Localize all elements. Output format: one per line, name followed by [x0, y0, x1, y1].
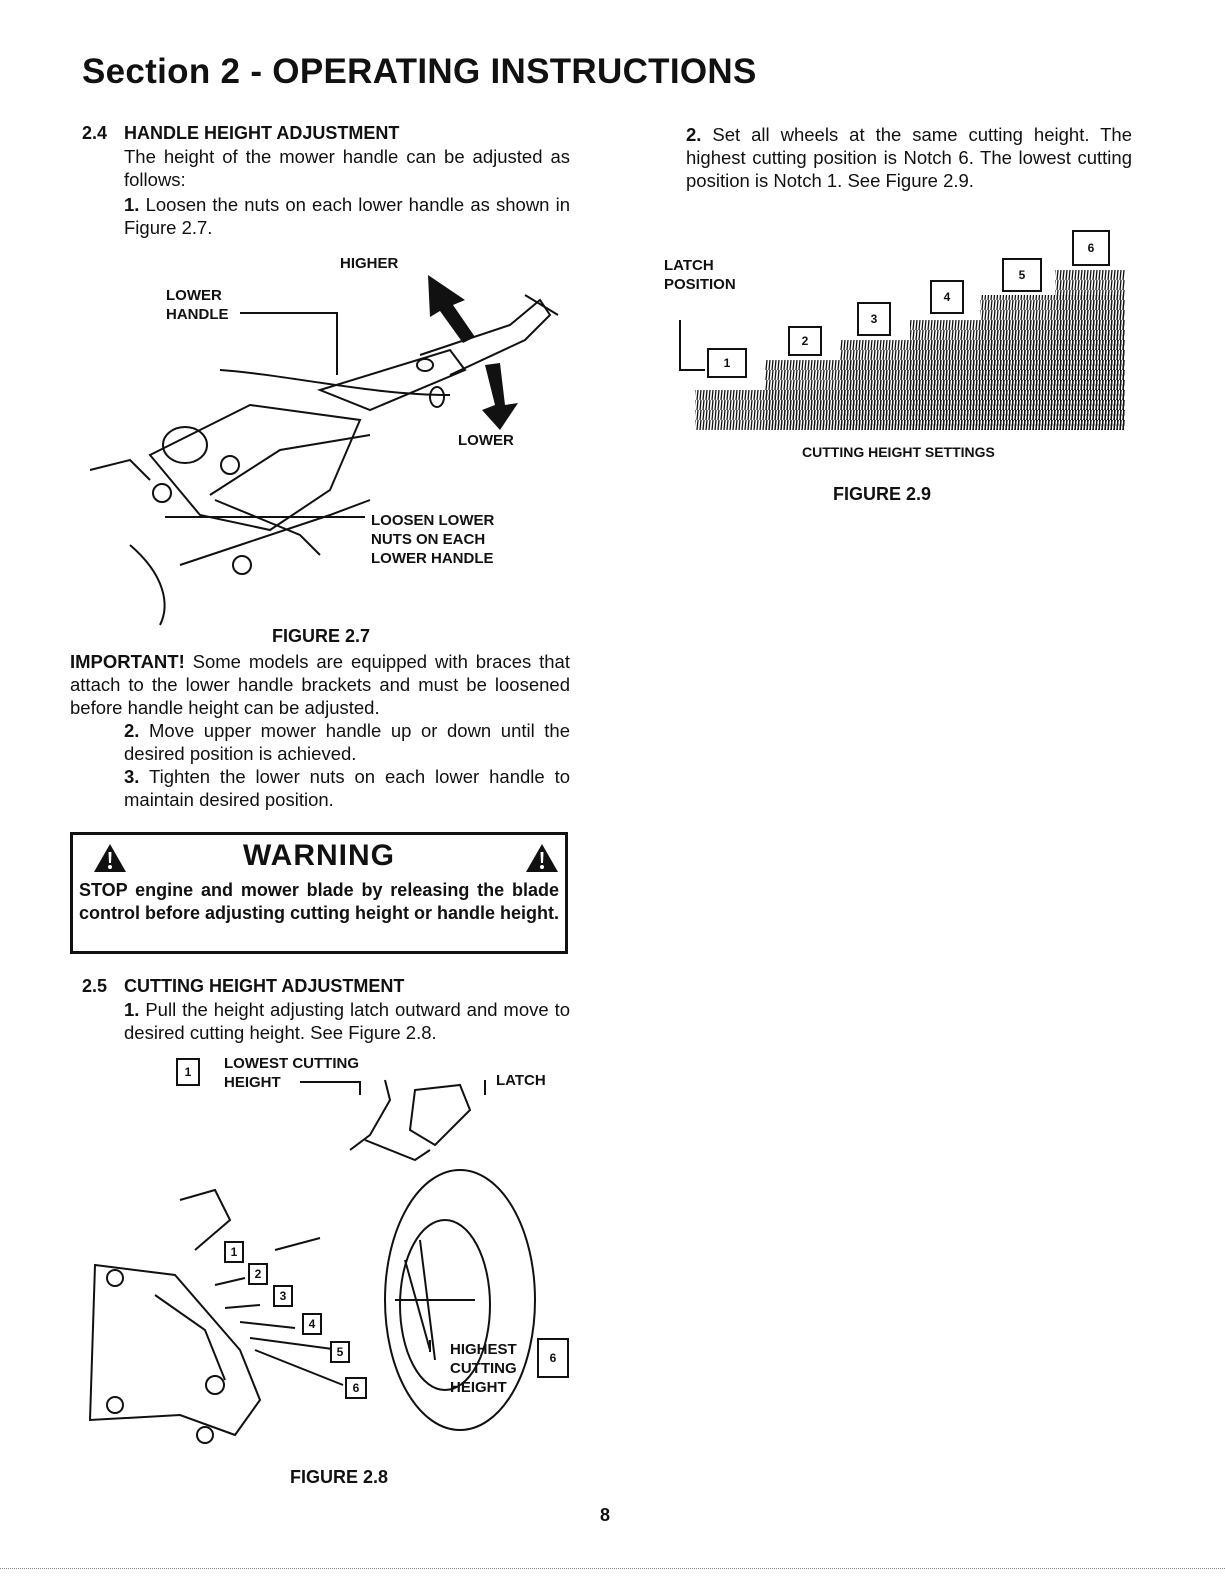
- step-text: Loosen the nuts on each lower handle as …: [124, 194, 571, 238]
- fig27-label-loosen-1: LOOSEN LOWER: [371, 512, 495, 529]
- fig28-notch-box: 1: [224, 1241, 244, 1263]
- step-number: 3.: [124, 766, 140, 787]
- step-number: 2.: [686, 124, 702, 145]
- fig27-label-lower: LOWER: [458, 432, 514, 449]
- fig28-label-lowest-1: LOWEST CUTTING: [224, 1055, 359, 1072]
- warning-text: STOP engine and mower blade by releasing…: [79, 880, 559, 923]
- fig28-label-latch: LATCH: [496, 1072, 546, 1089]
- fig29-notch-box: 2: [788, 326, 822, 356]
- section-2-5-number: 2.5: [82, 976, 108, 996]
- figure-2-8-caption: FIGURE 2.8: [290, 1467, 389, 1487]
- step-number: 1.: [124, 194, 140, 215]
- step-number: 1.: [124, 999, 140, 1020]
- page-title: Section 2 - OPERATING INSTRUCTIONS: [82, 52, 757, 91]
- fig29-notch-box: 5: [1002, 258, 1042, 292]
- fig28-notch-box: 3: [273, 1285, 293, 1307]
- fig27-label-loosen-3: LOWER HANDLE: [371, 550, 494, 567]
- warning-title: WARNING: [243, 839, 395, 872]
- fig29-label-latch-2: POSITION: [664, 276, 736, 293]
- figure-2-8-illustration: [88, 1079, 536, 1444]
- figure-2-7-illustration: [89, 275, 559, 626]
- step-text: Tighten the lower nuts on each lower han…: [124, 766, 571, 810]
- fig28-label-highest-2: CUTTING: [450, 1360, 517, 1377]
- fig28-notch-box: 6: [345, 1377, 367, 1399]
- page-bottom-rule: [0, 1568, 1225, 1569]
- fig27-label-loosen-2: NUTS ON EACH: [371, 531, 486, 548]
- right-step2: 2. Set all wheels at the same cutting he…: [686, 123, 1132, 192]
- warning-box: WARNING STOP engine and mower blade by r…: [70, 832, 568, 954]
- figure-2-9-illustration: [679, 270, 1125, 430]
- section-2-4-heading: HANDLE HEIGHT ADJUSTMENT: [124, 123, 400, 143]
- step-number: 2.: [124, 720, 140, 741]
- fig28-notch-box: 4: [302, 1313, 322, 1335]
- warning-triangle-icon: [526, 844, 558, 872]
- section-2-4-number: 2.4: [82, 123, 108, 143]
- fig29-notch-box: 6: [1072, 230, 1110, 266]
- section-2-4-step1: 1. Loosen the nuts on each lower handle …: [124, 193, 570, 239]
- fig28-label-lowest-2: HEIGHT: [224, 1074, 281, 1091]
- fig28-notch-box: 5: [330, 1341, 350, 1363]
- section-2-5-step1: 1. Pull the height adjusting latch outwa…: [124, 998, 570, 1044]
- fig29-notch-box: 3: [857, 302, 891, 336]
- fig29-notch-box: 1: [707, 348, 747, 378]
- section-2-4-step3: 3. Tighten the lower nuts on each lower …: [124, 765, 570, 811]
- section-2-5-heading: CUTTING HEIGHT ADJUSTMENT: [124, 976, 405, 996]
- section-2-4-intro: The height of the mower handle can be ad…: [124, 146, 570, 190]
- fig29-notch-box: 4: [930, 280, 964, 314]
- page-number: 8: [600, 1505, 611, 1525]
- important-lead: IMPORTANT!: [70, 651, 185, 672]
- fig28-notch-box: 2: [248, 1263, 268, 1285]
- fig29-subcaption: CUTTING HEIGHT SETTINGS: [802, 444, 995, 460]
- important-text: Some models are equipped with braces tha…: [70, 651, 570, 718]
- fig27-label-higher: HIGHER: [340, 255, 399, 272]
- fig28-label-highest-1: HIGHEST: [450, 1341, 517, 1358]
- important-note: IMPORTANT! Some models are equipped with…: [70, 650, 570, 719]
- step-text: Move upper mower handle up or down until…: [124, 720, 570, 764]
- step-text: Pull the height adjusting latch outward …: [124, 999, 570, 1043]
- figure-2-7-caption: FIGURE 2.7: [272, 626, 371, 646]
- fig28-lowest-notch-box: 1: [176, 1058, 200, 1086]
- figure-2-9-caption: FIGURE 2.9: [833, 484, 932, 504]
- step-text: Set all wheels at the same cutting heigh…: [686, 124, 1132, 191]
- fig27-label-lower-handle-2: HANDLE: [166, 306, 229, 323]
- fig27-label-lower-handle-1: LOWER: [166, 287, 222, 304]
- fig28-label-highest-3: HEIGHT: [450, 1379, 507, 1396]
- warning-triangle-icon: [94, 844, 126, 872]
- fig29-label-latch-1: LATCH: [664, 257, 714, 274]
- section-2-4-step2: 2. Move upper mower handle up or down un…: [124, 719, 570, 765]
- fig28-highest-notch-box: 6: [537, 1338, 569, 1378]
